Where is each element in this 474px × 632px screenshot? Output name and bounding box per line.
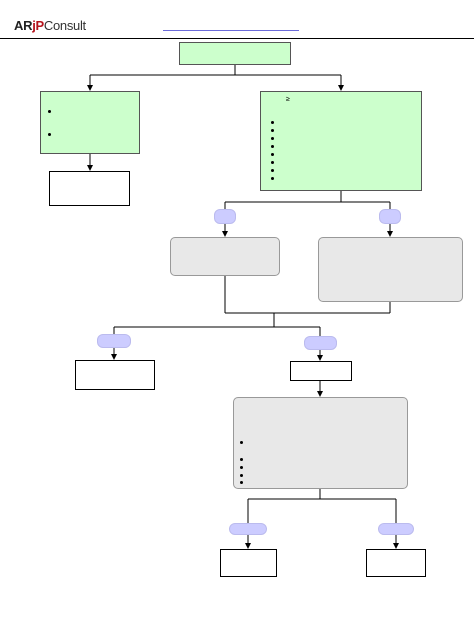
branch-label-pill	[379, 209, 401, 224]
middle-step-box	[290, 361, 352, 381]
bottom-left-outcome-box	[220, 549, 277, 577]
right-process-box	[318, 237, 463, 302]
bullet-point	[271, 121, 274, 124]
left-condition-box	[40, 91, 140, 154]
bullet-point	[271, 153, 274, 156]
left-result-box	[75, 360, 155, 390]
branch-label-pill	[97, 334, 131, 348]
bottom-right-outcome-box	[366, 549, 426, 577]
bullet-point	[271, 161, 274, 164]
top-start-box	[179, 42, 291, 65]
right-condition-box: ≥	[260, 91, 422, 191]
header-divider	[0, 38, 474, 39]
bullet-point	[240, 466, 243, 469]
bullet-point	[48, 133, 51, 136]
left-outcome-box	[49, 171, 130, 206]
detail-process-box	[233, 397, 408, 489]
bullet-point	[271, 129, 274, 132]
header-link-underline[interactable]	[163, 30, 299, 31]
branch-label-pill	[214, 209, 236, 224]
branch-label-pill	[229, 523, 267, 535]
left-process-box	[170, 237, 280, 276]
greater-equal-symbol: ≥	[286, 96, 290, 103]
bullet-point	[271, 145, 274, 148]
bullet-point	[240, 458, 243, 461]
branch-label-pill	[378, 523, 414, 535]
logo-consult-text: Consult	[43, 17, 86, 33]
bullet-point	[240, 481, 243, 484]
bullet-point	[240, 474, 243, 477]
bullet-point	[271, 137, 274, 140]
bullet-point	[240, 441, 243, 444]
bullet-point	[48, 110, 51, 113]
branch-label-pill	[304, 336, 337, 350]
bullet-point	[271, 169, 274, 172]
logo-jp-text: jP	[32, 17, 44, 33]
logo-ar-text: AR	[14, 17, 33, 33]
bullet-point	[271, 177, 274, 180]
